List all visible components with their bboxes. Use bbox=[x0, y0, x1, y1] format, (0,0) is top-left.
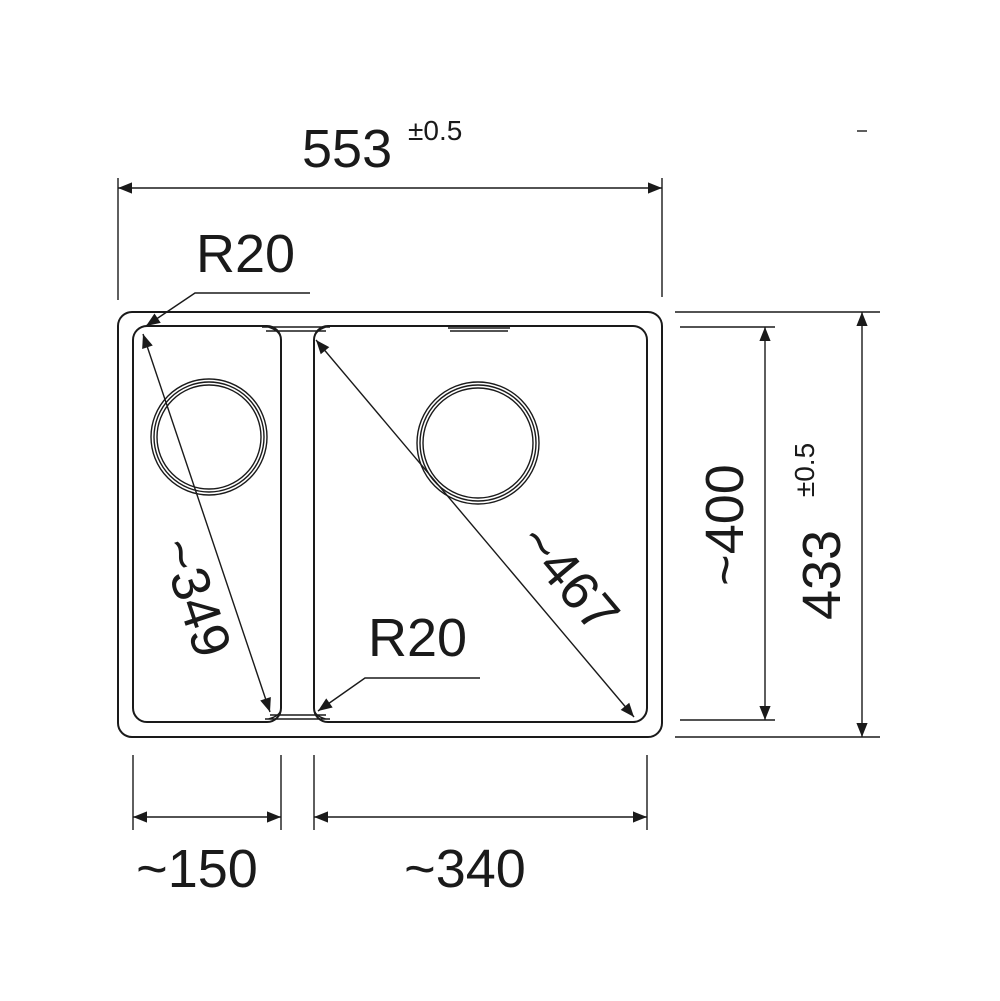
large-bowl-width-label: ~340 bbox=[404, 839, 526, 899]
radius-top-label: R20 bbox=[196, 224, 295, 284]
large-bowl-drain bbox=[416, 381, 540, 505]
small-bowl-width-label: ~150 bbox=[136, 839, 258, 899]
small-bowl-diagonal-line bbox=[142, 333, 271, 713]
small-bowl-diagonal-label: ~349 bbox=[147, 530, 242, 664]
small-bowl-outline bbox=[132, 325, 282, 723]
large-bowl-outline bbox=[313, 325, 648, 723]
overall-depth-tolerance: ±0.5 bbox=[789, 443, 820, 497]
large-bowl-diagonal-label: ~467 bbox=[507, 513, 631, 645]
radius-bottom-label: R20 bbox=[368, 608, 467, 668]
divider-top-flare bbox=[262, 326, 330, 341]
overall-width-tolerance: ±0.5 bbox=[408, 115, 462, 146]
overflow-mark bbox=[448, 327, 510, 332]
small-bowl-drain bbox=[150, 378, 268, 496]
inner-depth-label: ~400 bbox=[695, 464, 755, 586]
divider-bottom-flare bbox=[265, 707, 330, 720]
sink-outer-outline bbox=[117, 311, 663, 738]
large-bowl-diagonal-line bbox=[315, 339, 635, 718]
overall-depth-label: 433 bbox=[792, 530, 852, 620]
radius-bottom-leader bbox=[317, 677, 480, 712]
radius-top-leader bbox=[145, 292, 310, 327]
overall-width-label: 553 bbox=[302, 119, 392, 179]
